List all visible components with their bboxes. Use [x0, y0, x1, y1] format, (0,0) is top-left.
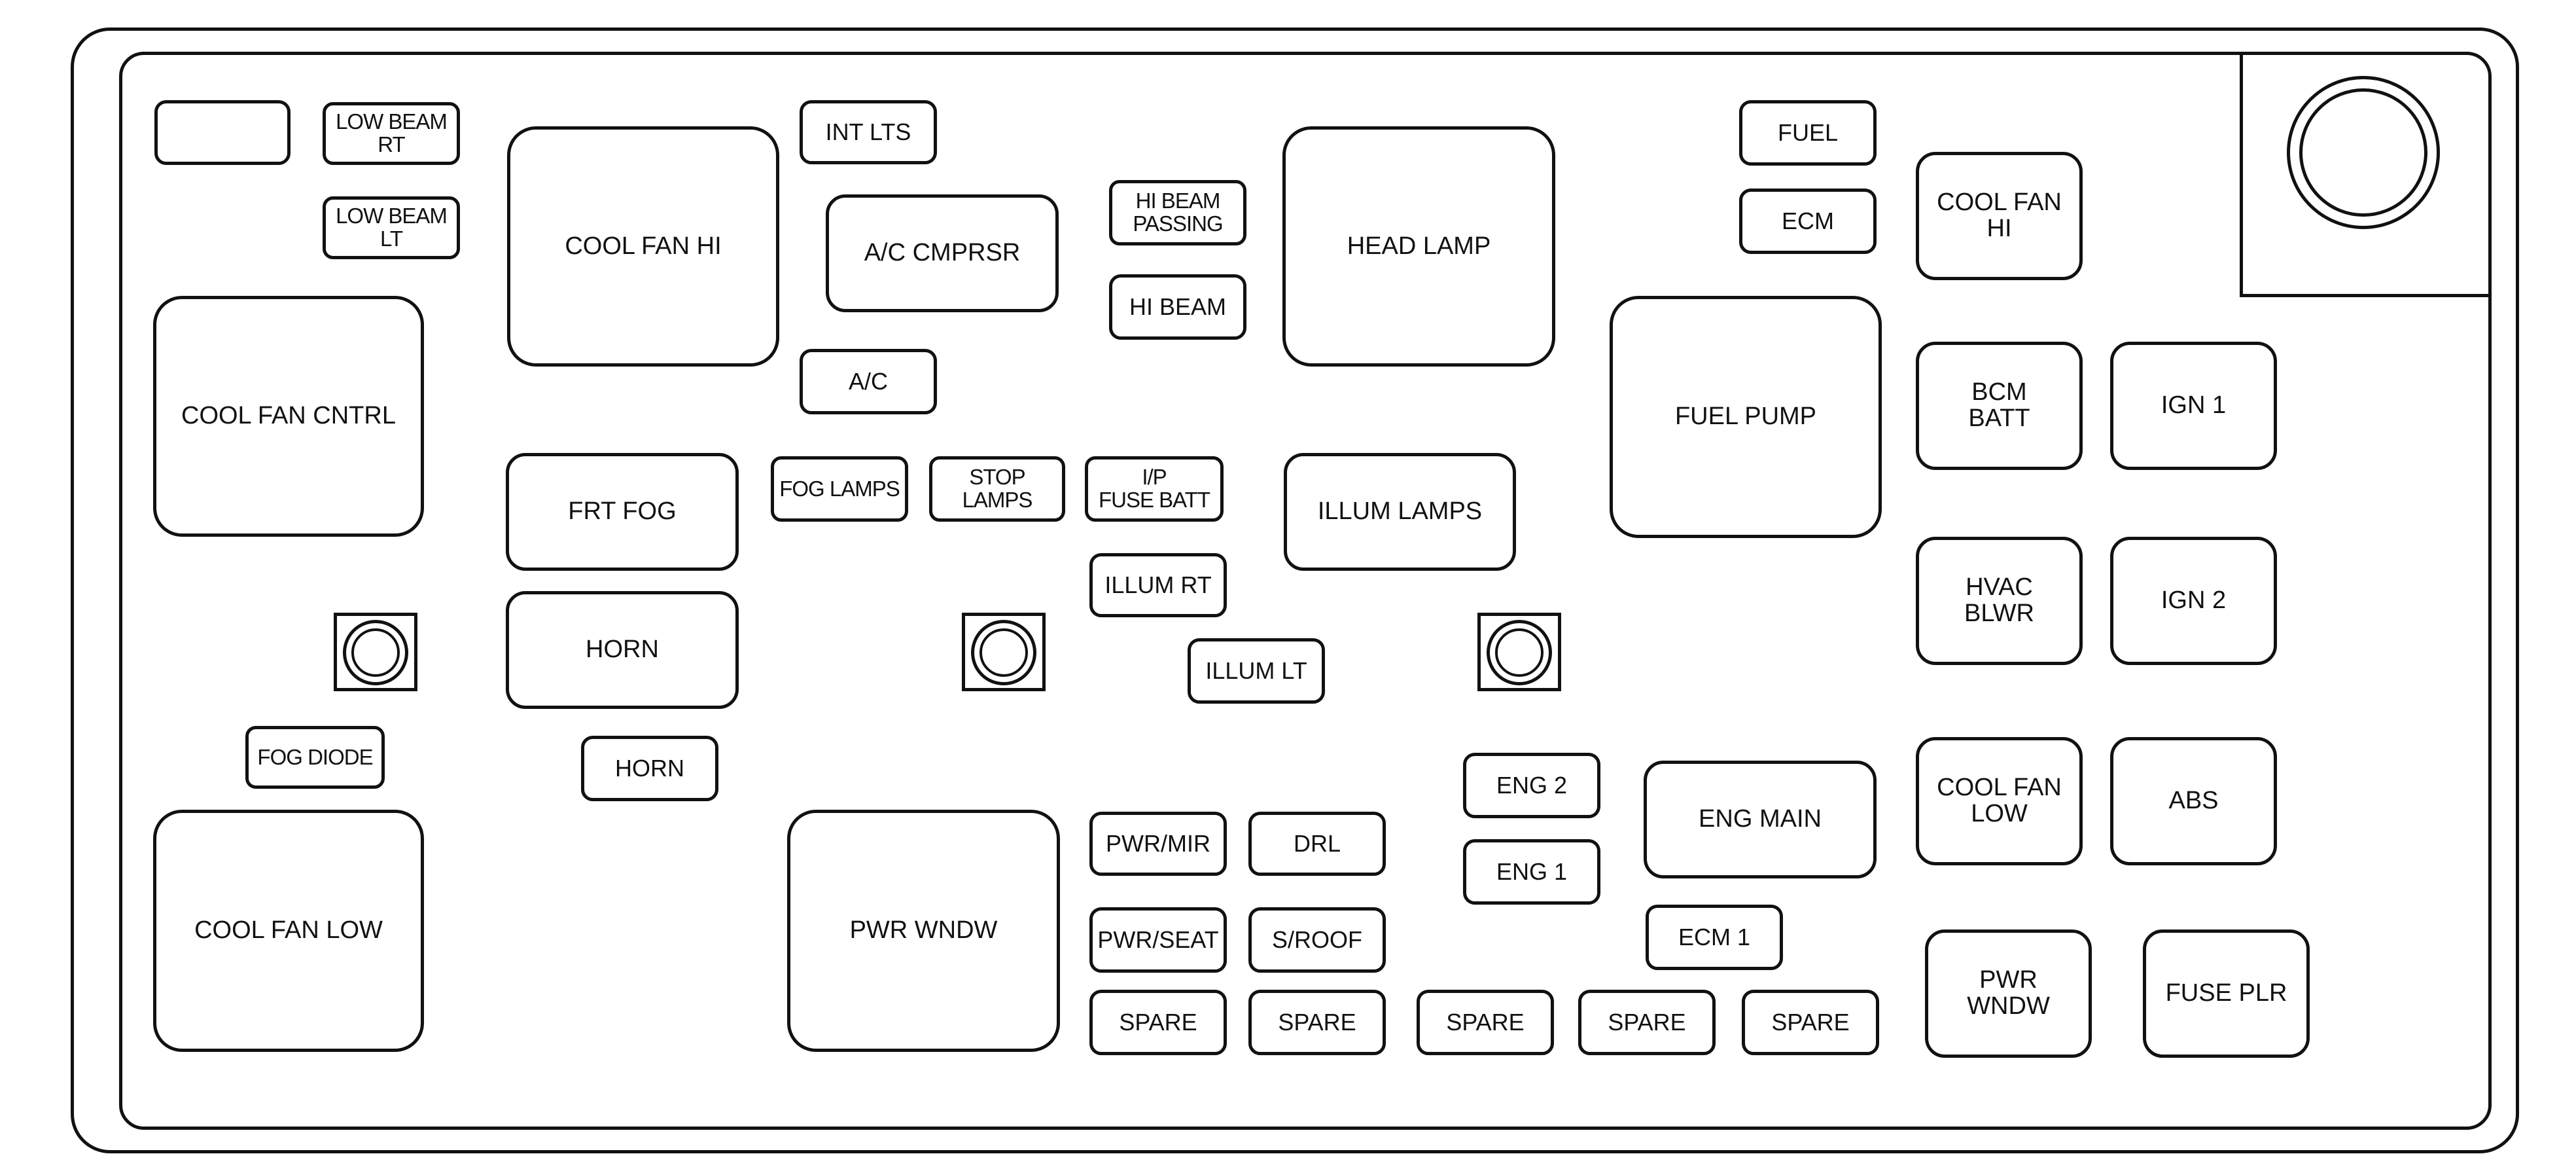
fuel-fuse: FUEL: [1739, 100, 1877, 166]
cool-fan-hi-fuse: COOL FAN HI: [1916, 152, 2083, 280]
pwr-mir-fuse: PWR/MIR: [1089, 812, 1227, 876]
fuel-pump-relay: FUEL PUMP: [1610, 296, 1882, 538]
low-beam-lt-fuse: LOW BEAM LT: [323, 196, 460, 259]
cool-fan-hi-relay: COOL FAN HI: [507, 126, 779, 367]
ign-2-relay: IGN 2: [2110, 537, 2277, 665]
ecm-fuse: ECM: [1739, 189, 1877, 254]
horn-relay: HORN: [506, 591, 739, 709]
ip-fuse-batt: I/P FUSE BATT: [1085, 456, 1224, 522]
eng-main-relay: ENG MAIN: [1644, 761, 1877, 878]
stop-lamps-fuse: STOP LAMPS: [929, 456, 1065, 522]
ecm-1-fuse: ECM 1: [1646, 905, 1783, 970]
ac-cmprsr-relay: A/C CMPRSR: [826, 194, 1059, 312]
hvac-blwr-fuse: HVAC BLWR: [1916, 537, 2083, 665]
eng-1-fuse: ENG 1: [1463, 839, 1600, 905]
cover-corner-panel: [2240, 52, 2492, 297]
illum-lt-fuse: ILLUM LT: [1188, 638, 1325, 704]
int-lts-fuse: INT LTS: [800, 100, 937, 164]
spare-fuse-2: SPARE: [1248, 990, 1386, 1055]
horn-fuse: HORN: [581, 736, 718, 801]
illum-lamps-relay: ILLUM LAMPS: [1284, 453, 1516, 571]
mounting-stud-icon: [962, 613, 1046, 691]
spare-fuse-3: SPARE: [1417, 990, 1554, 1055]
fog-diode: FOG DIODE: [245, 726, 385, 789]
s-roof-fuse: S/ROOF: [1248, 907, 1386, 973]
low-beam-rt-fuse: LOW BEAM RT: [323, 102, 460, 165]
pwr-wndw-relay: PWR WNDW: [787, 810, 1060, 1052]
spare-fuse-1: SPARE: [1089, 990, 1227, 1055]
blank-fuse-slot: [154, 100, 291, 165]
mounting-stud-icon: [334, 613, 417, 691]
mounting-stud-icon: [1477, 613, 1561, 691]
ac-fuse: A/C: [800, 349, 937, 414]
hi-beam-passing-fuse: HI BEAM PASSING: [1109, 180, 1246, 245]
cool-fan-cntrl-relay: COOL FAN CNTRL: [153, 296, 424, 537]
fog-lamps-fuse: FOG LAMPS: [771, 456, 908, 522]
drl-fuse: DRL: [1248, 812, 1386, 876]
illum-rt-fuse: ILLUM RT: [1089, 553, 1227, 617]
eng-2-fuse: ENG 2: [1463, 753, 1600, 818]
fuse-plr: FUSE PLR: [2143, 929, 2310, 1058]
ign-1-relay: IGN 1: [2110, 342, 2277, 470]
head-lamp-relay: HEAD LAMP: [1282, 126, 1555, 367]
abs-fuse: ABS: [2110, 737, 2277, 865]
hi-beam-fuse: HI BEAM: [1109, 274, 1246, 340]
cool-fan-low-relay-left: COOL FAN LOW: [153, 810, 424, 1052]
cool-fan-low-fuse: COOL FAN LOW: [1916, 737, 2083, 865]
spare-fuse-4: SPARE: [1578, 990, 1716, 1055]
pwr-seat-fuse: PWR/SEAT: [1089, 907, 1227, 973]
cover-knob-icon: [2287, 76, 2440, 229]
pwr-wndw-fuse: PWR WNDW: [1925, 929, 2092, 1058]
spare-fuse-5: SPARE: [1742, 990, 1879, 1055]
bcm-batt-fuse: BCM BATT: [1916, 342, 2083, 470]
frt-fog-relay: FRT FOG: [506, 453, 739, 571]
